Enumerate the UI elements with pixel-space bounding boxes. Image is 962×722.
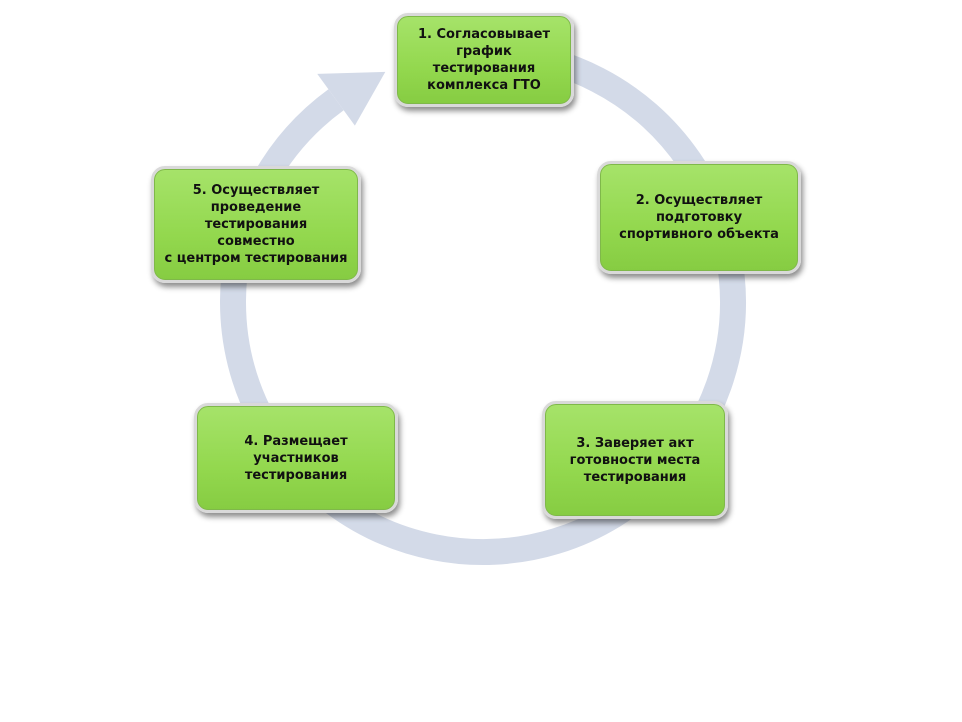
step-3-box: 3. Заверяет акт готовности места тестиро…: [542, 401, 728, 519]
step-1-box: 1. Согласовывает график тестирования ком…: [394, 13, 574, 107]
step-2-box: 2. Осуществляет подготовку спортивного о…: [597, 161, 801, 274]
step-5-text: 5. Осуществляет проведение тестирования …: [164, 183, 348, 266]
step-3-text: 3. Заверяет акт готовности места тестиро…: [569, 435, 701, 485]
step-1-text: 1. Согласовывает график тестирования ком…: [417, 27, 551, 93]
cycle-arrow-head: [317, 71, 386, 126]
step-2-text: 2. Осуществляет подготовку спортивного о…: [619, 193, 779, 242]
step-4-box: 4. Размещает участников тестирования: [194, 403, 398, 513]
cycle-arrow-body: [220, 39, 746, 565]
step-4-text: 4. Размещает участников тестирования: [244, 433, 348, 483]
step-5-box: 5. Осуществляет проведение тестирования …: [151, 166, 361, 283]
